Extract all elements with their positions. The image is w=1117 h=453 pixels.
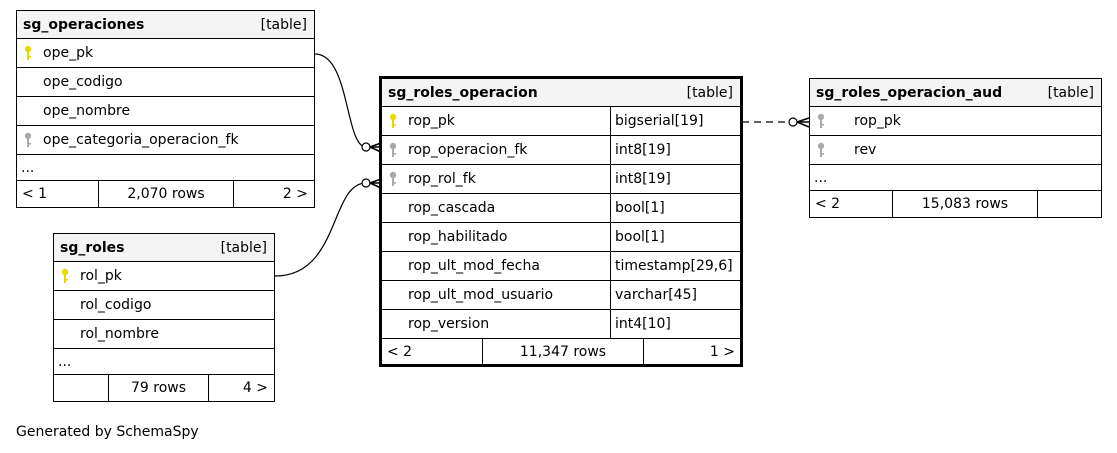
foreign-key-icon [382, 171, 404, 187]
column-row[interactable]: rop_pk bigserial[19] [382, 107, 740, 136]
table-footer: < 2 15,083 rows [810, 191, 1101, 217]
generated-by-credit: Generated by SchemaSpy [16, 424, 199, 440]
column-row[interactable]: rol_nombre [54, 320, 274, 349]
parents-count[interactable]: < 2 [815, 196, 841, 212]
column-name: ope_pk [43, 45, 94, 61]
column-name: rop_ult_mod_usuario [408, 287, 554, 303]
column-row[interactable]: ope_categoria_operacion_fk [17, 126, 314, 155]
column-row[interactable]: rop_ult_mod_usuario varchar[45] [382, 281, 740, 310]
column-row[interactable]: rop_ult_mod_fecha timestamp[29,6] [382, 252, 740, 281]
column-name: rop_ult_mod_fecha [408, 258, 540, 274]
row-count: 79 rows [108, 375, 208, 401]
column-name: ope_codigo [43, 74, 123, 90]
column-row[interactable]: rop_pk [810, 107, 1101, 136]
primary-key-icon [17, 45, 39, 61]
more-columns-ellipsis: ... [54, 349, 274, 375]
edge-optional-marker [361, 142, 371, 152]
table-kind: [table] [260, 16, 307, 33]
row-count: 11,347 rows [482, 339, 643, 364]
column-type: int4[10] [610, 310, 671, 338]
table-sg-roles[interactable]: sg_roles [table] rol_pk rol_codigo rol_nom… [53, 233, 275, 402]
column-name: rop_version [408, 316, 490, 332]
foreign-key-icon [810, 113, 832, 129]
table-name: sg_roles_operacion_aud [816, 84, 1003, 101]
table-sg-roles-operacion[interactable]: sg_roles_operacion [table] rop_pk bigseri… [379, 76, 743, 367]
column-name: rop_cascada [408, 200, 496, 216]
table-kind: [table] [220, 239, 267, 256]
table-name: sg_roles_operacion [388, 84, 538, 101]
table-footer: 79 rows 4 > [54, 375, 274, 401]
column-row[interactable]: rev [810, 136, 1101, 165]
column-name: rol_codigo [80, 297, 152, 313]
column-row[interactable]: rol_pk [54, 262, 274, 291]
row-count: 2,070 rows [98, 181, 233, 207]
column-name: rop_pk [854, 113, 901, 129]
column-name: rol_pk [80, 268, 122, 284]
column-name: ope_categoria_operacion_fk [43, 132, 239, 148]
column-name: rop_operacion_fk [408, 142, 528, 158]
column-name: rop_pk [408, 113, 455, 129]
more-columns-ellipsis: ... [17, 155, 314, 181]
column-type: int8[19] [610, 165, 671, 193]
column-type: timestamp[29,6] [610, 252, 733, 280]
column-row[interactable]: ope_nombre [17, 97, 314, 126]
children-count[interactable]: 2 > [233, 181, 314, 207]
table-kind: [table] [1047, 84, 1094, 101]
column-row[interactable]: rop_habilitado bool[1] [382, 223, 740, 252]
edge-crowfoot-marker [796, 117, 810, 128]
children-count[interactable]: 4 > [208, 375, 274, 401]
edge-roles-to-roles-operacion [274, 182, 367, 277]
table-header: sg_operaciones [table] [17, 11, 314, 39]
table-name: sg_operaciones [23, 16, 145, 33]
column-type: int8[19] [610, 136, 671, 164]
column-type: bigserial[19] [610, 107, 703, 135]
column-row[interactable]: ope_pk [17, 39, 314, 68]
children-count[interactable]: 1 > [643, 339, 740, 364]
table-name: sg_roles [60, 239, 125, 256]
edge-optional-marker [361, 178, 371, 188]
table-footer: < 1 2,070 rows 2 > [17, 181, 314, 207]
parents-count[interactable] [54, 375, 108, 401]
edge-optional-marker [788, 117, 798, 127]
column-row[interactable]: rop_operacion_fk int8[19] [382, 136, 740, 165]
foreign-key-icon [382, 142, 404, 158]
children-count[interactable] [1037, 191, 1101, 217]
column-type: varchar[45] [610, 281, 697, 309]
column-name: rop_rol_fk [408, 171, 476, 187]
column-name: rev [854, 142, 877, 158]
primary-key-icon [382, 113, 404, 129]
table-header: sg_roles_operacion [table] [382, 79, 740, 107]
column-row[interactable]: rol_codigo [54, 291, 274, 320]
primary-key-icon [54, 268, 76, 284]
column-row[interactable]: ope_codigo [17, 68, 314, 97]
column-type: bool[1] [610, 194, 665, 222]
row-count: 15,083 rows [892, 191, 1037, 217]
edge-operaciones-to-roles-operacion [314, 53, 367, 148]
more-columns-ellipsis: ... [810, 165, 1101, 191]
table-header: sg_roles [table] [54, 234, 274, 262]
column-row[interactable]: rop_version int4[10] [382, 310, 740, 339]
table-kind: [table] [686, 84, 733, 101]
parents-count[interactable]: < 2 [387, 343, 413, 360]
foreign-key-icon [810, 142, 832, 158]
column-name: rol_nombre [80, 326, 159, 342]
parents-count[interactable]: < 1 [22, 186, 48, 202]
foreign-key-icon [17, 132, 39, 148]
table-header: sg_roles_operacion_aud [table] [810, 79, 1101, 107]
column-row[interactable]: rop_rol_fk int8[19] [382, 165, 740, 194]
column-name: rop_habilitado [408, 229, 508, 245]
column-name: ope_nombre [43, 103, 131, 119]
column-type: bool[1] [610, 223, 665, 251]
column-row[interactable]: rop_cascada bool[1] [382, 194, 740, 223]
table-footer: < 2 11,347 rows 1 > [382, 339, 740, 364]
